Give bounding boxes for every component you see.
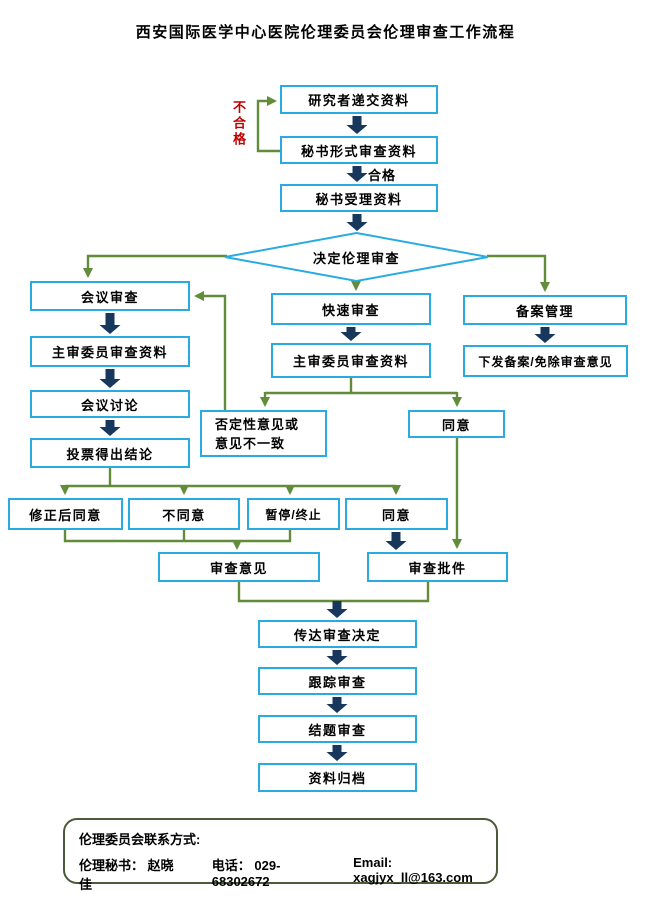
arrow-follow-to-conclusion	[326, 697, 348, 713]
edge-opinion-approval-merge	[237, 582, 430, 603]
node-filing-management: 备案管理	[463, 295, 627, 325]
edge-merge-opinions	[63, 530, 292, 543]
node-accept: 秘书受理资料	[280, 184, 438, 212]
arrow-conclusion-to-archive	[326, 745, 348, 761]
negative-opinion-line2: 意见不一致	[215, 435, 286, 451]
arrow-communicate-to-follow	[326, 650, 348, 665]
contact-email: Email: xagjyx_ll@163.com	[353, 855, 473, 885]
node-review-opinion: 审查意见	[158, 552, 320, 582]
node-negative-opinion: 否定性意见或 意见不一致	[200, 410, 327, 457]
arrow-fast-to-chief	[340, 327, 362, 341]
node-follow-up: 跟踪审查	[258, 667, 417, 695]
label-qualified: 合格	[368, 168, 397, 183]
node-chief-review-meeting: 主审委员审查资料	[30, 336, 190, 367]
arrow-accept-to-decide	[346, 214, 368, 231]
node-agree-revised: 修正后同意	[8, 498, 123, 530]
arrow-submit-to-formreview	[346, 116, 368, 134]
edge-negative-back-to-meeting-review	[193, 290, 227, 410]
node-review-approval: 审查批件	[367, 552, 508, 582]
node-meeting-review: 会议审查	[30, 281, 190, 311]
node-form-review: 秘书形式审查资料	[280, 136, 438, 164]
flow-arrows	[99, 116, 556, 761]
node-fast-review: 快速审查	[271, 293, 431, 325]
arrow-chief-to-discussion	[99, 369, 121, 388]
arrow-agreevote-to-approval	[385, 532, 407, 550]
label-unqualified: 不合格	[231, 100, 246, 148]
arrow-discussion-to-vote	[99, 420, 121, 436]
node-archive: 资料归档	[258, 763, 417, 792]
contact-heading: 伦理委员会联系方式:	[79, 832, 201, 847]
node-submit: 研究者递交资料	[280, 85, 438, 114]
node-conclusion-review: 结题审查	[258, 715, 417, 743]
node-meeting-discussion: 会议讨论	[30, 390, 190, 418]
node-suspend-terminate: 暂停/终止	[247, 498, 340, 530]
edge-formreview-back-to-submit	[256, 95, 280, 153]
arrow-merge-to-communicate	[326, 601, 348, 618]
node-decide: 决定伦理审查	[312, 250, 400, 266]
node-filing-issue: 下发备案/免除审查意见	[463, 345, 628, 377]
arrow-meeting-to-chief	[99, 313, 121, 334]
negative-opinion-line1: 否定性意见或	[215, 416, 300, 432]
node-vote-conclusion: 投票得出结论	[30, 438, 190, 468]
node-agree-fast: 同意	[408, 410, 505, 438]
contact-secretary: 伦理秘书： 赵晓佳	[79, 858, 174, 892]
contact-box: 伦理委员会联系方式: 伦理秘书： 赵晓佳 电话： 029-68302672 Em…	[63, 818, 498, 892]
node-agree-vote: 同意	[345, 498, 448, 530]
decision-diamond	[224, 231, 489, 283]
green-connectors	[59, 95, 551, 603]
page-title: 西安国际医学中心医院伦理委员会伦理审查工作流程	[135, 24, 516, 41]
node-disagree: 不同意	[128, 498, 240, 530]
edge-decide-to-filing	[487, 254, 551, 293]
node-communicate: 传达审查决定	[258, 620, 417, 648]
edge-decide-to-meeting-review	[82, 254, 227, 279]
arrow-formreview-to-accept	[346, 166, 368, 182]
node-chief-review-fast: 主审委员审查资料	[271, 343, 431, 378]
arrow-filing-to-issue	[534, 327, 556, 343]
contact-phone: 电话： 029-68302672	[211, 858, 281, 889]
